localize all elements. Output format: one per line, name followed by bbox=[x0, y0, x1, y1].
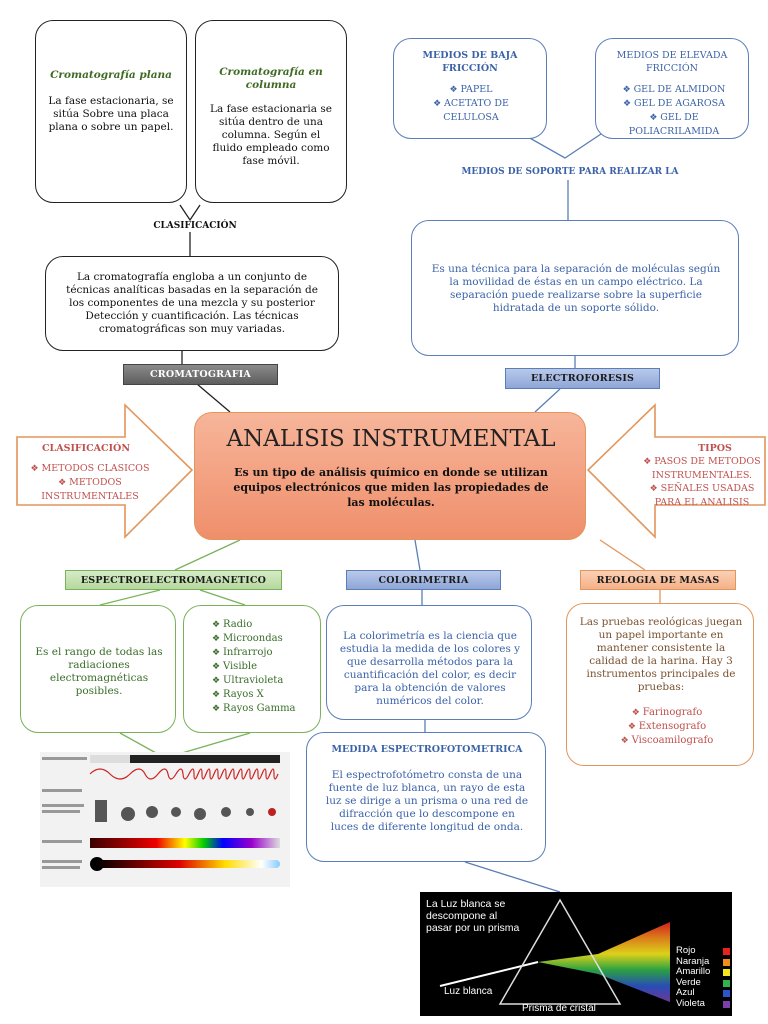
baja-friccion-box: MEDIOS DE BAJA FRICCIÓN PAPEL ACETATO DE… bbox=[393, 38, 547, 139]
colorimetria-description-box: La colorimetría es la ciencia que estudi… bbox=[326, 605, 532, 720]
espectro-item: Radio bbox=[212, 618, 316, 632]
elevada-friccion-item: GEL DE ALMIDON bbox=[608, 83, 740, 97]
elevada-friccion-title: MEDIOS DE ELEVADA FRICCIÓN bbox=[616, 50, 728, 74]
cromatografia-columna-title: Cromatografía en columna bbox=[219, 66, 323, 91]
legend-rojo: Rojo bbox=[676, 945, 730, 957]
elevada-friccion-item: GEL DE AGAROSA bbox=[608, 97, 740, 111]
cromatografia-plana-title: Cromatografía plana bbox=[50, 69, 172, 81]
espectro-list: Radio Microondas Infrarrojo Visible Ultr… bbox=[212, 618, 316, 716]
medida-title: MEDIDA ESPECTROFOTOMETRICA bbox=[331, 744, 523, 755]
baja-friccion-title: MEDIOS DE BAJA FRICCIÓN bbox=[422, 50, 518, 74]
legend-label: Verde bbox=[676, 976, 701, 988]
reologia-box: Las pruebas reológicas juegan un papel i… bbox=[566, 603, 754, 766]
espectro-item: Rayos Gamma bbox=[212, 702, 316, 716]
soporte-label: MEDIOS DE SOPORTE PARA REALIZAR LA bbox=[461, 167, 679, 177]
elevada-friccion-box: MEDIOS DE ELEVADA FRICCIÓN GEL DE ALMIDO… bbox=[595, 38, 749, 139]
espectro-item: Visible bbox=[212, 660, 316, 674]
cromatografia-clasificacion-label: CLASIFICACIÓN bbox=[153, 221, 237, 231]
left-arrow-item: METODOS INSTRUMENTALES bbox=[30, 476, 150, 503]
espectro-item: Microondas bbox=[212, 632, 316, 646]
baja-friccion-list: PAPEL ACETATO DE CELULOSA bbox=[406, 83, 536, 124]
legend-label: Violeta bbox=[676, 997, 705, 1009]
elevada-friccion-item: GEL DE POLIACRILAMIDA bbox=[608, 111, 740, 138]
cromatografia-columna-text: La fase estacionaria se sitúa dentro de … bbox=[210, 103, 332, 167]
left-arrow-item: METODOS CLASICOS bbox=[30, 462, 150, 476]
reologia-description: Las pruebas reológicas juegan un papel i… bbox=[579, 616, 743, 693]
colorimetria-description: La colorimetría es la ciencia que estudi… bbox=[339, 630, 521, 707]
cromatografia-plana-text: La fase estacionaria, se sitúa Sobre una… bbox=[48, 95, 174, 133]
espectro-description-box: Es el rango de todas las radiaciones ele… bbox=[20, 605, 176, 733]
prism-color-legend: Rojo Naranja Amarillo Verde Azul Violeta bbox=[676, 945, 730, 1010]
legend-naranja: Naranja bbox=[676, 955, 730, 968]
prism-caption: La Luz blanca se descompone al pasar por… bbox=[426, 898, 520, 934]
legend-swatch bbox=[723, 990, 730, 997]
legend-swatch bbox=[723, 969, 730, 976]
espectro-label: ESPECTROELECTROMAGNETICO bbox=[65, 570, 282, 590]
espectro-description: Es el rango de todas las radiaciones ele… bbox=[35, 646, 163, 697]
spectrum-chart-image bbox=[40, 752, 290, 887]
electroforesis-label: ELECTROFORESIS bbox=[505, 368, 660, 389]
reologia-item: Farinografo bbox=[607, 706, 727, 720]
spectrum-illustration bbox=[42, 755, 280, 871]
legend-label: Azul bbox=[676, 987, 695, 998]
prism-image: La Luz blanca se descompone al pasar por… bbox=[420, 892, 732, 1016]
electroforesis-description-box: Es una técnica para la separación de mol… bbox=[411, 220, 739, 356]
espectro-item: Infrarrojo bbox=[212, 646, 316, 660]
legend-violeta: Violeta bbox=[676, 997, 730, 1010]
center-description: Es un tipo de análisis químico en donde … bbox=[233, 466, 549, 509]
legend-label: Rojo bbox=[676, 945, 696, 956]
right-arrow-title: TIPOS bbox=[698, 443, 732, 454]
luz-blanca-label: Luz blanca bbox=[444, 986, 493, 997]
legend-swatch bbox=[723, 979, 730, 987]
legend-swatch bbox=[723, 958, 730, 966]
espectro-item: Rayos X bbox=[212, 688, 316, 702]
right-arrow-list: PASOS DE METODOS INSTRUMENTALES. SEÑALES… bbox=[640, 455, 764, 509]
legend-amarillo: Amarillo bbox=[676, 966, 730, 978]
cromatografia-columna-box: Cromatografía en columna La fase estacio… bbox=[195, 20, 347, 203]
left-arrow-list: METODOS CLASICOS METODOS INSTRUMENTALES bbox=[30, 462, 150, 503]
legend-label: Naranja bbox=[676, 955, 710, 967]
left-arrow-title: CLASIFICACIÓN bbox=[42, 443, 131, 454]
page-title: ANALISIS INSTRUMENTAL bbox=[226, 426, 556, 452]
medida-box: MEDIDA ESPECTROFOTOMETRICA El espectrofo… bbox=[306, 732, 546, 862]
baja-friccion-item: PAPEL bbox=[406, 83, 536, 97]
legend-verde: Verde bbox=[676, 976, 730, 989]
reologia-label: REOLOGIA DE MASAS bbox=[580, 570, 736, 590]
reologia-item: Extensografo bbox=[607, 720, 727, 734]
electroforesis-description: Es una técnica para la separación de mol… bbox=[431, 263, 721, 314]
elevada-friccion-list: GEL DE ALMIDON GEL DE AGAROSA GEL DE POL… bbox=[608, 83, 740, 138]
right-arrow-item: SEÑALES USADAS PARA EL ANALISIS bbox=[640, 482, 764, 509]
legend-swatch bbox=[723, 1000, 730, 1008]
baja-friccion-item: ACETATO DE CELULOSA bbox=[406, 97, 536, 124]
cromatografia-description-box: La cromatografía engloba a un conjunto d… bbox=[45, 256, 339, 351]
prism-illustration bbox=[439, 898, 670, 1005]
analisis-instrumental-box: ANALISIS INSTRUMENTAL Es un tipo de anál… bbox=[194, 412, 586, 540]
cromatografia-label: CROMATOGRAFIA bbox=[123, 364, 278, 385]
espectro-item: Ultravioleta bbox=[212, 674, 316, 688]
colorimetria-label: COLORIMETRIA bbox=[346, 570, 501, 590]
cromatografia-description: La cromatografía engloba a un conjunto d… bbox=[66, 271, 318, 335]
legend-label: Amarillo bbox=[676, 966, 711, 977]
reologia-list: Farinografo Extensografo Viscoamilografo bbox=[607, 706, 727, 748]
reologia-item: Viscoamilografo bbox=[607, 734, 727, 748]
medida-text: El espectrofotómetro consta de una fuent… bbox=[325, 769, 529, 833]
legend-azul: Azul bbox=[676, 987, 730, 999]
prisma-label: Prisma de cristal bbox=[522, 1003, 596, 1014]
legend-swatch bbox=[723, 948, 730, 955]
right-arrow-item: PASOS DE METODOS INSTRUMENTALES. bbox=[640, 455, 764, 482]
cromatografia-plana-box: Cromatografía plana La fase estacionaria… bbox=[35, 20, 187, 203]
espectro-list-box: Radio Microondas Infrarrojo Visible Ultr… bbox=[183, 605, 321, 733]
